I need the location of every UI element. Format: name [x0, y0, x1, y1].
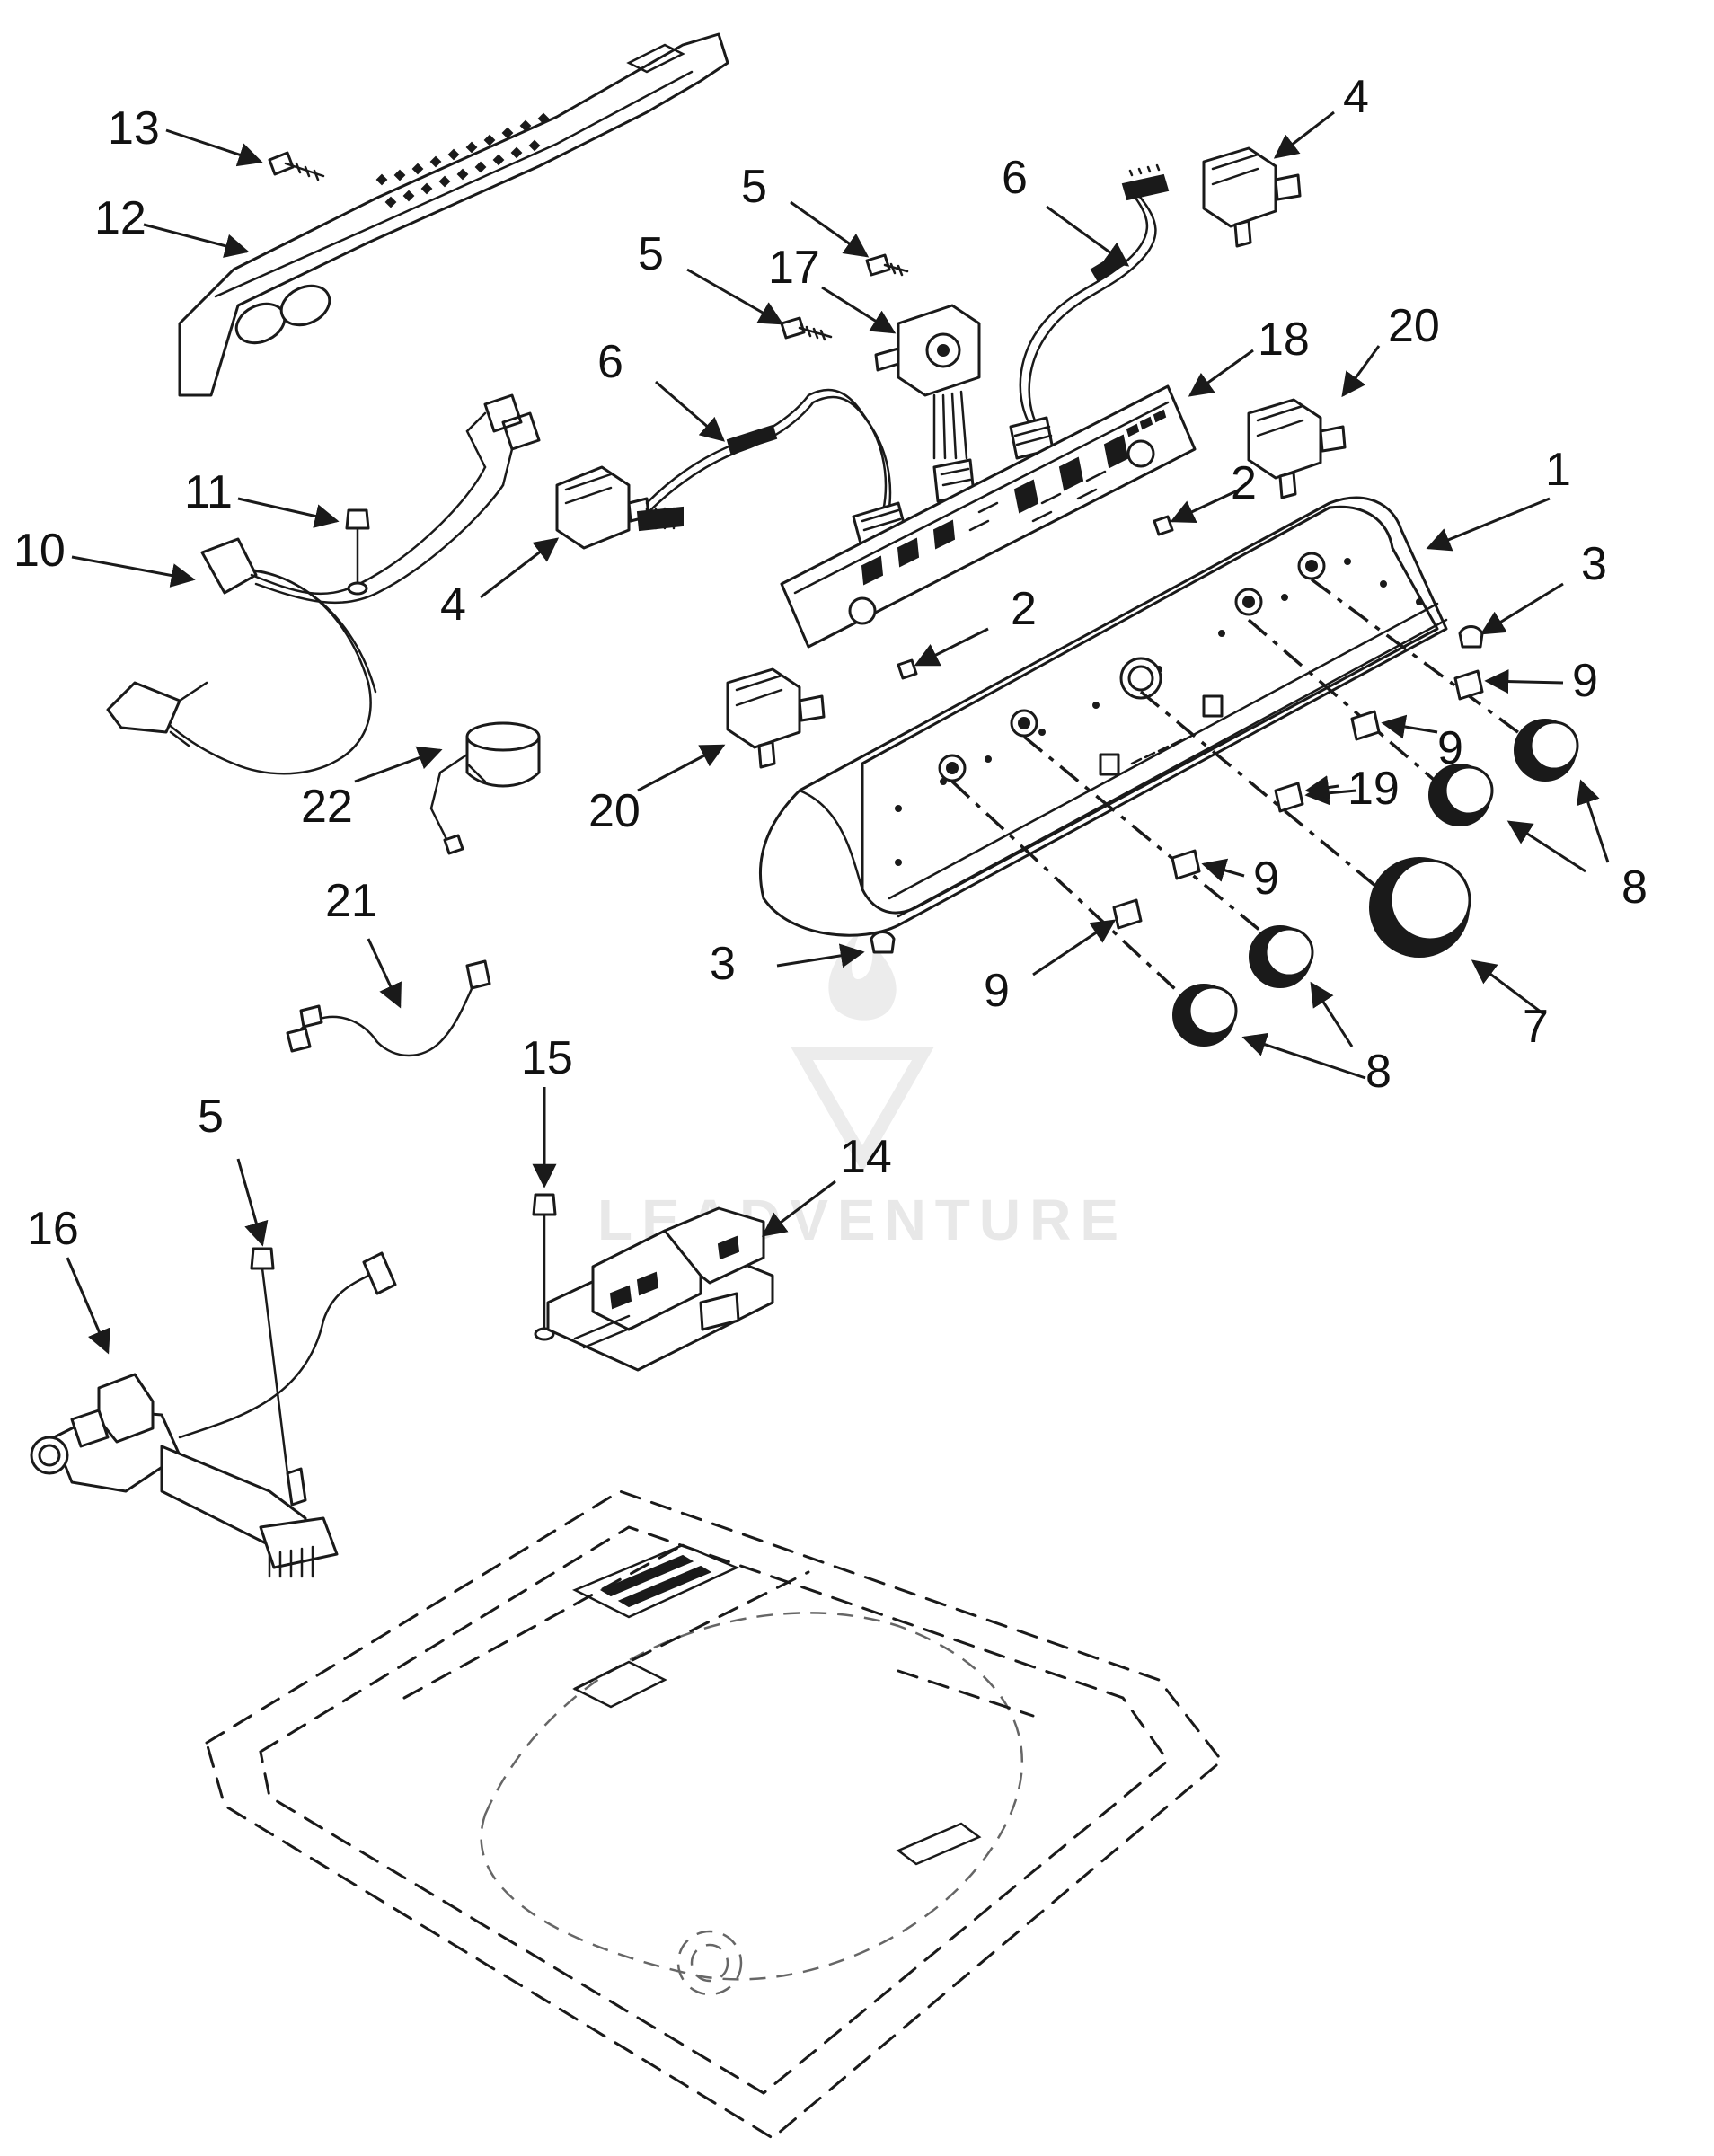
part-11-screw [345, 508, 370, 596]
base-slot [896, 1822, 982, 1866]
console-button [1202, 694, 1224, 718]
callout-19: 19 [1347, 763, 1400, 815]
callout-8-right: 8 [1621, 862, 1648, 914]
callout-20-right: 20 [1388, 300, 1440, 352]
base-label-plate [571, 1543, 740, 1619]
part-18-control-board [780, 384, 1197, 649]
part-20-switch-left [726, 667, 826, 769]
callout-4-left: 4 [440, 579, 466, 631]
console-indicator-buttons [1099, 694, 1224, 776]
part-8-knob-lower [1172, 984, 1238, 1047]
callout-21: 21 [325, 875, 377, 927]
callout-20-left: 20 [588, 785, 641, 837]
part-2-clip-upper [1153, 515, 1174, 536]
part-9-knob-insert-4 [1453, 669, 1484, 701]
board-knob-post-right [1126, 439, 1155, 468]
part-6-wire-harness-left [645, 388, 907, 545]
power-plug [106, 681, 181, 734]
callout-labels: 1 2 2 3 3 4 4 5 5 5 6 6 7 8 8 9 9 9 9 10… [13, 71, 1648, 1255]
part-4-switch-left [555, 465, 684, 550]
callout-9-lower: 9 [984, 965, 1010, 1017]
board-knob-post-left [848, 596, 877, 625]
callout-10: 10 [13, 525, 66, 577]
callout-17: 17 [768, 242, 820, 294]
part-8-knob-upper-left [1428, 764, 1494, 826]
callout-5-middle: 5 [638, 228, 664, 280]
callout-22: 22 [301, 781, 353, 833]
callout-3-left: 3 [710, 938, 736, 990]
part-21-wire-harness [286, 959, 491, 1057]
part-16-water-valve [30, 1251, 397, 1578]
callout-leaders [66, 110, 1610, 1355]
part-8-knob-middle [1249, 925, 1314, 988]
part-17-switch [874, 304, 981, 503]
console-button [1099, 753, 1120, 776]
part-7-large-knob [1369, 857, 1471, 958]
callout-6-right: 6 [1002, 152, 1028, 204]
callout-18: 18 [1258, 314, 1310, 366]
base-drain-hole [676, 1930, 743, 1996]
part-22-capacitor [429, 721, 541, 855]
callout-4-right: 4 [1343, 71, 1369, 123]
part-5-screw-lower [250, 1247, 289, 1475]
part-15-screw [532, 1193, 557, 1341]
callout-7: 7 [1523, 1001, 1549, 1053]
callout-14: 14 [840, 1131, 892, 1183]
callout-1: 1 [1545, 444, 1571, 496]
washer-top-base [205, 1489, 1224, 2140]
callout-12: 12 [94, 192, 146, 244]
board-components [861, 409, 1167, 586]
part-3-clip-right [1458, 625, 1484, 649]
callout-15: 15 [521, 1032, 573, 1084]
part-19-knob-insert [1274, 782, 1304, 813]
callout-8-lower: 8 [1365, 1046, 1392, 1098]
part-20-switch-right [1247, 398, 1347, 499]
part-2-clip-lower [897, 658, 918, 680]
watermark: LEADVENTURE [597, 925, 1118, 1252]
cord-strain-relief [200, 537, 258, 595]
callout-11: 11 [184, 466, 233, 518]
callout-5-upper: 5 [741, 161, 767, 213]
part-12-console-rear-panel [178, 32, 729, 397]
part-9-knob-insert-1 [1112, 898, 1143, 930]
panel-vent-slots [375, 112, 550, 208]
part-5-screw-upper [865, 253, 909, 277]
callout-16: 16 [27, 1203, 79, 1255]
callout-3-right: 3 [1581, 538, 1607, 590]
part-3-clip-left [870, 931, 896, 954]
callout-5-lower: 5 [198, 1091, 224, 1143]
callout-6-left: 6 [597, 336, 623, 388]
cord-terminal-block [483, 393, 541, 451]
callout-13: 13 [108, 102, 160, 155]
panel-hole-right [279, 284, 331, 327]
part-8-knob-upper-right [1514, 719, 1579, 782]
callout-2-upper: 2 [1231, 457, 1257, 509]
console-knob-mount [938, 552, 1326, 782]
part-13-screw [268, 151, 325, 181]
part-4-switch-right [1202, 146, 1302, 248]
callout-2-lower: 2 [1011, 583, 1037, 635]
part-14-control-module [546, 1206, 774, 1372]
part-9-knob-insert-3 [1350, 710, 1381, 741]
knob-assembly-axes [950, 578, 1538, 1026]
part-5-screw-middle [780, 316, 833, 341]
callout-9-middle: 9 [1253, 853, 1279, 905]
part-1-console [758, 496, 1448, 937]
callout-9-upper: 9 [1437, 722, 1463, 774]
part-9-knob-insert-2 [1171, 849, 1201, 880]
part-10-power-cord [106, 393, 541, 775]
callout-9-upper-right: 9 [1572, 655, 1598, 707]
